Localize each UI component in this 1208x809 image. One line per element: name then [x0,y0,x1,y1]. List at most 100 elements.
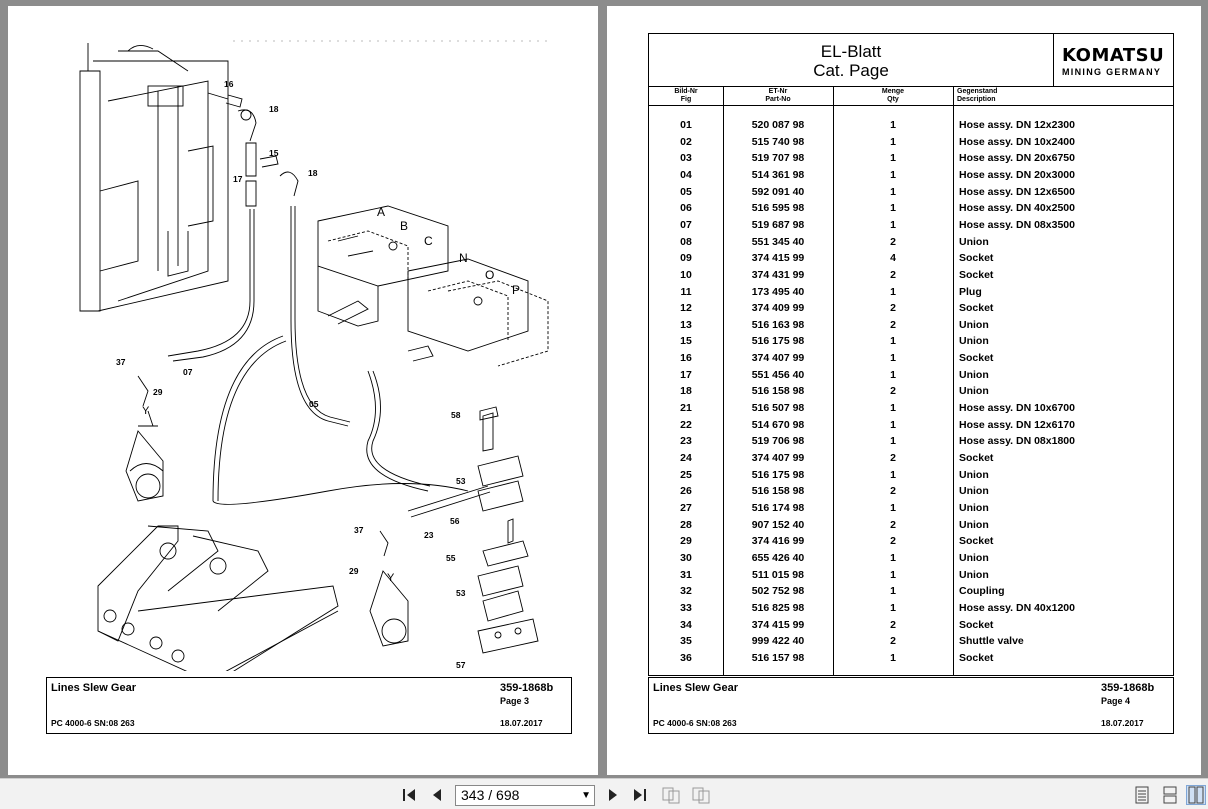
col-divider [723,87,724,675]
quantity: 1 [890,218,896,231]
go-back-view-icon[interactable] [661,785,681,805]
description: Union [959,385,989,398]
callout-37b: 37 [354,525,364,535]
callout-c: C [424,234,433,248]
description: Socket [959,452,994,464]
page-label: Page 4 [1101,696,1131,706]
description: Socket [959,252,994,265]
part-number: 374 416 99 [751,535,805,548]
description: Hose assy. DN 20x3000 [959,168,1075,181]
fig-number: 13 [680,318,692,331]
description: Socket [959,651,994,664]
chevron-down-icon[interactable]: ▼ [581,790,591,801]
callout-05: 05 [309,399,319,409]
part-number: 514 361 98 [751,168,805,181]
fig-number: 12 [680,302,692,315]
part-number: 516 175 98 [751,335,805,348]
quantity: 2 [890,535,896,548]
quantity: 2 [890,635,896,648]
part-number: 516 157 98 [751,651,805,664]
description: Socket [959,302,994,315]
quantity: 1 [890,585,896,598]
part-number: 173 495 40 [751,285,805,298]
last-page-icon[interactable] [630,785,650,805]
part-number: 515 740 98 [751,135,805,148]
callout-p: P [512,283,520,297]
callout-18b: 18 [308,168,318,178]
part-number: 516 163 98 [751,318,805,331]
fig-number: 25 [680,468,692,481]
quantity: 1 [890,568,896,581]
part-number: 520 087 98 [751,119,805,131]
fig-number: 33 [680,601,692,614]
part-number: 374 431 99 [751,268,805,281]
go-forward-view-icon[interactable] [691,785,711,805]
document-viewport[interactable]: 16 18 15 17 18 A B C N O P 37 07 29 Y 05… [0,0,1208,778]
page-label: Page 3 [500,696,530,706]
part-number: 374 415 99 [751,252,805,265]
first-page-icon[interactable] [399,785,419,805]
navigation-toolbar: 343 / 698 ▼ [0,778,1208,809]
doc-number: 359-1868b [500,682,554,694]
title-line-1: EL-Blatt [820,42,882,61]
callout-29b: 29 [349,566,359,576]
description: Hose assy. DN 08x1800 [959,435,1075,448]
quantity: 1 [890,402,896,415]
part-number: 592 091 40 [751,185,805,198]
part-number: 516 174 98 [751,501,805,514]
quantity: 1 [890,119,896,131]
part-number: 374 415 99 [751,618,805,631]
callout-ya: Y [142,405,150,417]
description: Union [959,335,989,348]
callout-b: B [400,219,408,233]
callout-yb: Y [387,572,395,584]
part-number: 514 670 98 [751,418,805,431]
callout-15: 15 [269,148,279,158]
part-number: 516 175 98 [751,468,805,481]
continuous-view-icon[interactable] [1160,785,1180,805]
fig-number: 24 [680,452,692,464]
part-number: 516 158 98 [751,485,805,498]
description: Hose assy. DN 12x6500 [959,185,1075,198]
description: Union [959,551,989,564]
fig-number: 09 [680,252,692,265]
quantity: 1 [890,551,896,564]
col-divider [953,87,954,675]
quantity: 1 [890,651,896,664]
model-label: PC 4000-6 SN:08 263 [51,718,135,728]
part-number: 519 707 98 [751,152,805,165]
quantity: 1 [890,368,896,381]
callout-n: N [459,251,468,265]
fig-number: 29 [680,535,692,548]
drawing-title: Lines Slew Gear [51,682,136,694]
fig-number: 01 [680,119,692,131]
description: Union [959,235,989,248]
page-4-parts-list: EL-Blatt Cat. Page KOMATSU MINING GERMAN… [607,6,1201,775]
fig-number: 22 [680,418,692,431]
description: Union [959,501,989,514]
drawing-title: Lines Slew Gear [653,682,738,694]
next-page-icon[interactable] [603,785,623,805]
part-number: 516 825 98 [751,601,805,614]
part-number: 551 345 40 [751,235,805,248]
single-page-view-icon[interactable] [1132,785,1152,805]
description: Shuttle valve [959,635,1024,648]
part-number: 516 158 98 [751,385,805,398]
description: Hose assy. DN 20x6750 [959,152,1075,165]
fig-number: 36 [680,651,692,664]
two-page-view-icon[interactable] [1186,785,1206,805]
page-number-field[interactable]: 343 / 698 ▼ [455,785,595,806]
quantity: 2 [890,518,896,531]
callout-55: 55 [446,553,456,563]
callout-53b: 53 [456,588,466,598]
prev-page-icon[interactable] [427,785,447,805]
quantity: 2 [890,618,896,631]
